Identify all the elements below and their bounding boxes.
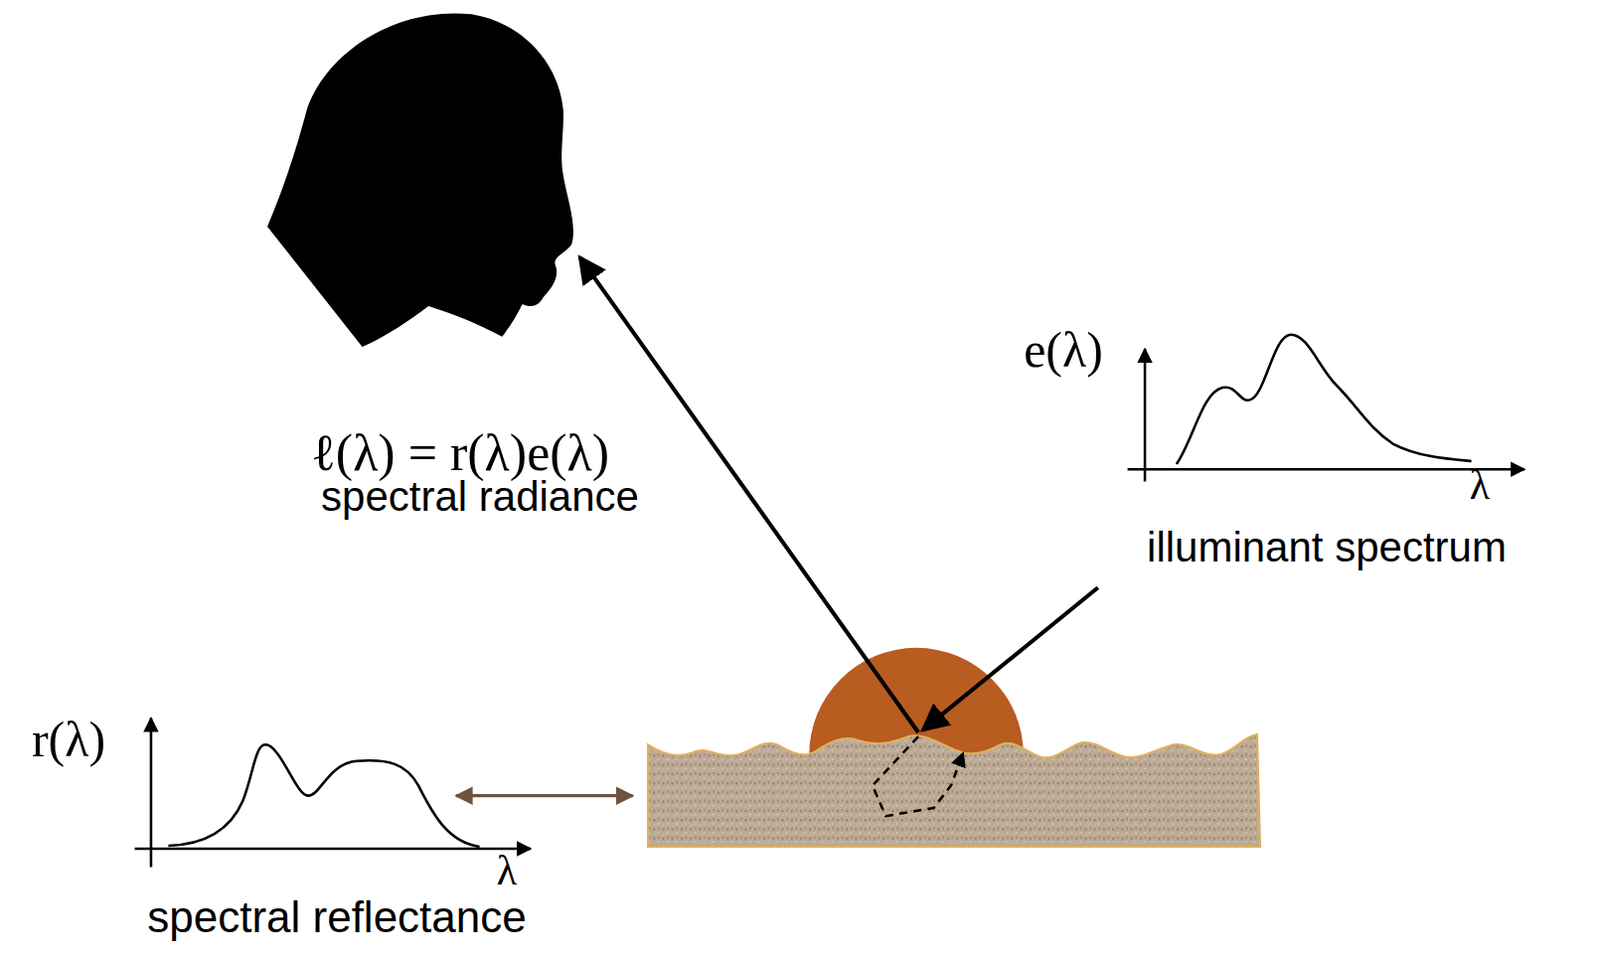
- axis-label: λ: [496, 846, 517, 895]
- incident-ray: [922, 587, 1099, 731]
- head-silhouette: [267, 12, 574, 347]
- axis: [1143, 348, 1147, 481]
- caption-label: illuminant spectrum: [1146, 523, 1507, 572]
- caption-label: spectral reflectance: [147, 892, 527, 944]
- illuminant-curve: [1176, 334, 1472, 465]
- axis-label: λ: [1469, 461, 1490, 509]
- reflectance-curve: [167, 744, 480, 847]
- correspondence-arrow: [456, 794, 634, 798]
- axis: [1127, 468, 1525, 472]
- axis-label: r(λ): [31, 711, 106, 770]
- surface-material: [647, 734, 1261, 847]
- axis: [135, 847, 531, 851]
- scatter-path: [872, 736, 963, 816]
- caption-label: spectral radiance: [320, 473, 640, 521]
- axis-label: e(λ): [1023, 321, 1104, 380]
- axis: [150, 718, 154, 868]
